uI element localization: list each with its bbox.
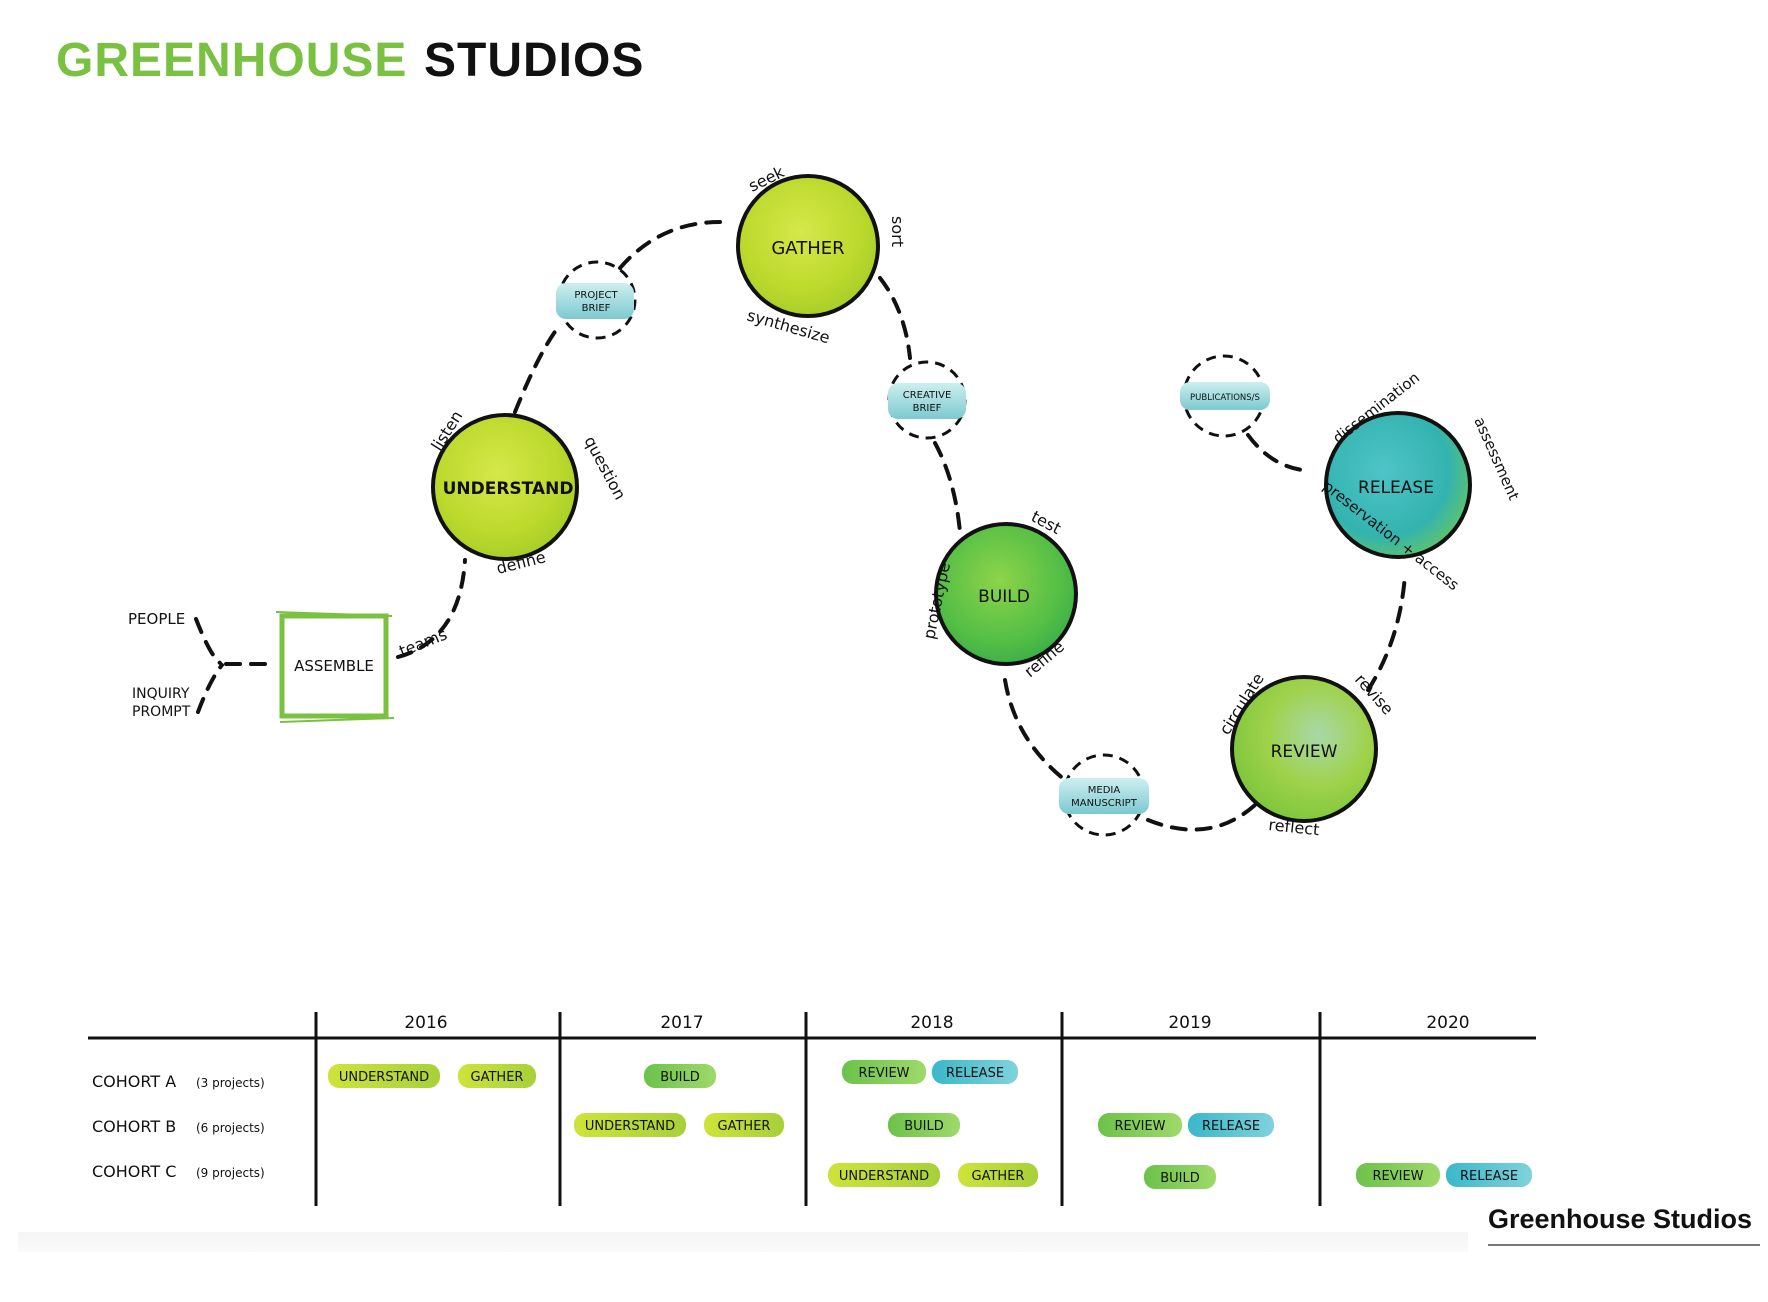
year-2019: 2019 (1168, 1013, 1211, 1033)
cohort-b-name: COHORT B (92, 1117, 176, 1136)
timeline-dividers (314, 1012, 1322, 1206)
input-people: PEOPLE (128, 610, 185, 628)
phase-pill: GATHER (972, 1169, 1025, 1184)
footer-band (18, 1232, 1468, 1252)
stage-build: BUILD test prototype refine (919, 507, 1078, 681)
connector-people (194, 617, 222, 665)
year-2018: 2018 (910, 1013, 953, 1033)
gather-label: GATHER (771, 238, 844, 259)
output-project-brief: PROJECT BRIEF (556, 260, 637, 340)
cohort-c-name: COHORT C (92, 1162, 176, 1181)
review-label: REVIEW (1271, 742, 1338, 762)
phase-pill: UNDERSTAND (585, 1119, 675, 1134)
phase-pill: GATHER (718, 1119, 771, 1134)
connector-projectbrief-gather (618, 220, 722, 270)
phase-pill: REVIEW (1372, 1169, 1423, 1184)
media-manuscript-line2: MANUSCRIPT (1071, 798, 1138, 809)
phase-pill: REVIEW (1114, 1119, 1165, 1134)
connector-assemble-understand (396, 558, 467, 659)
title-studios: STUDIOS (424, 34, 644, 87)
stage-release: RELEASE dissemination assessment preserv… (1320, 368, 1523, 594)
release-label: RELEASE (1358, 478, 1434, 498)
creative-brief-line1: CREATIVE (903, 390, 952, 401)
footer-logo[interactable]: Greenhouse Studios (1488, 1204, 1753, 1234)
assemble-box: ASSEMBLE (275, 611, 395, 723)
input-inquiry-line2: PROMPT (132, 704, 191, 720)
understand-verb-question: question (580, 433, 629, 503)
assemble-connector-label: teams (396, 624, 449, 660)
cohort-c-note: (9 projects) (196, 1166, 265, 1180)
cohort-b-phases: UNDERSTAND GATHER BUILD REVIEW RELEASE (574, 1113, 1274, 1137)
phase-pill: UNDERSTAND (339, 1070, 429, 1085)
connector-publications-release (1246, 433, 1304, 472)
cohort-a-note: (3 projects) (196, 1076, 265, 1090)
title-greenhouse: GREENHOUSE (56, 34, 407, 87)
connector-media-review (1146, 803, 1257, 832)
connector-review-release (1366, 573, 1407, 692)
connector-inquiry (196, 663, 224, 714)
output-media-manuscript: MEDIA MANUSCRIPT (1059, 753, 1149, 837)
release-verb-assessment: assessment (1470, 414, 1523, 503)
project-brief-line1: PROJECT (574, 290, 618, 301)
phase-pill: UNDERSTAND (839, 1169, 929, 1184)
phase-pill: RELEASE (946, 1066, 1004, 1081)
project-brief-line2: BRIEF (582, 303, 611, 314)
phase-pill: RELEASE (1202, 1119, 1260, 1134)
understand-label: UNDERSTAND (443, 479, 574, 499)
timeline: 2016 2017 2018 2019 2020 COHORT A (3 pro… (88, 1012, 1536, 1206)
assemble-label: ASSEMBLE (294, 657, 374, 675)
year-2020: 2020 (1426, 1013, 1469, 1033)
connector-gather-creativebrief (878, 276, 912, 360)
phase-pill: BUILD (904, 1119, 944, 1134)
stage-gather: GATHER seek sort synthesize (736, 162, 907, 347)
creative-brief-line2: BRIEF (913, 403, 942, 414)
cohort-b-note: (6 projects) (196, 1121, 265, 1135)
connector-understand-projectbrief (513, 323, 562, 414)
gather-verb-sort: sort (888, 216, 907, 247)
input-inquiry-line1: INQUIRY (132, 686, 190, 702)
publications-label: PUBLICATIONS/S (1190, 393, 1260, 403)
media-manuscript-line1: MEDIA (1088, 785, 1121, 796)
stage-understand: UNDERSTAND listen question define (427, 407, 629, 578)
phase-pill: BUILD (1160, 1171, 1200, 1186)
year-2016: 2016 (404, 1013, 447, 1033)
year-2017: 2017 (660, 1013, 703, 1033)
footer-underline (1488, 1244, 1760, 1246)
connector-build-media (1003, 678, 1067, 782)
cohort-a-phases: UNDERSTAND GATHER BUILD REVIEW RELEASE (328, 1060, 1018, 1088)
output-creative-brief: CREATIVE BRIEF (887, 360, 967, 440)
phase-pill: REVIEW (858, 1066, 909, 1081)
output-publications: PUBLICATIONS/S (1180, 354, 1270, 438)
phase-pill: BUILD (660, 1070, 700, 1085)
phase-pill: GATHER (471, 1070, 524, 1085)
connector-creativebrief-build (933, 441, 962, 534)
phase-pill: RELEASE (1460, 1169, 1518, 1184)
process-path (194, 220, 1407, 832)
cohort-c-phases: UNDERSTAND GATHER BUILD REVIEW RELEASE (828, 1163, 1532, 1189)
cohort-a-name: COHORT A (92, 1072, 176, 1091)
build-label: BUILD (978, 587, 1030, 607)
review-verb-reflect: reflect (1268, 815, 1321, 839)
